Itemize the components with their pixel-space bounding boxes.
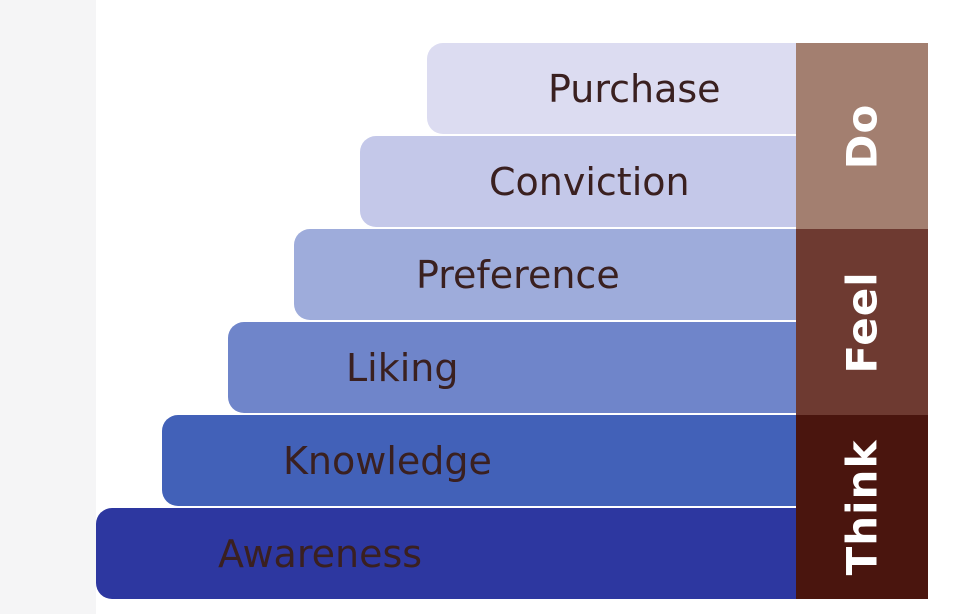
step-liking: Liking: [228, 322, 824, 413]
step-awareness: Awareness: [96, 508, 824, 599]
step-preference: Preference: [294, 229, 824, 320]
step-knowledge: Knowledge: [162, 415, 824, 506]
stage-feel: Feel: [796, 229, 928, 415]
stage-label-think: Think: [837, 439, 887, 575]
stage-label-do: Do: [837, 103, 887, 169]
step-label-conviction: Conviction: [489, 159, 690, 204]
stage-label-feel: Feel: [837, 270, 887, 374]
step-label-purchase: Purchase: [548, 66, 721, 111]
stage-think: Think: [796, 415, 928, 599]
left-margin-shade: [0, 0, 96, 614]
step-label-preference: Preference: [416, 252, 620, 297]
step-label-awareness: Awareness: [218, 531, 423, 576]
step-purchase: Purchase: [427, 43, 824, 134]
step-conviction: Conviction: [360, 136, 824, 227]
stage-do: Do: [796, 43, 928, 229]
step-label-knowledge: Knowledge: [283, 438, 492, 483]
step-label-liking: Liking: [346, 345, 459, 390]
